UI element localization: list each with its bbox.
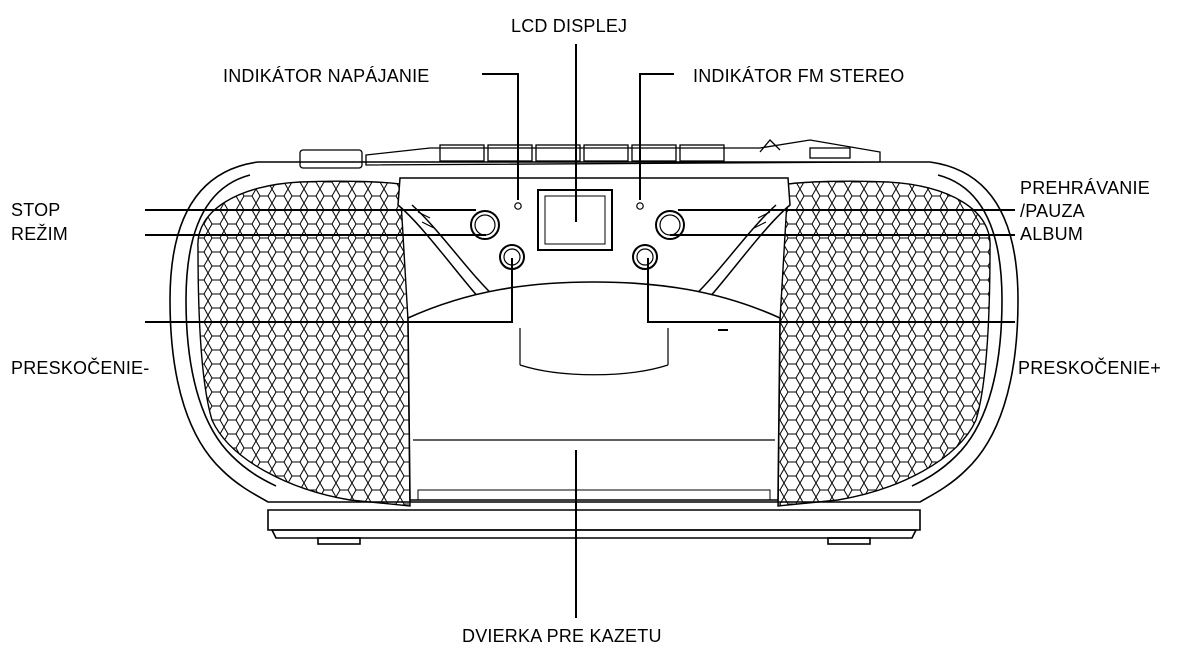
leader-fm-stereo-indicator [639, 73, 674, 200]
label-play-pause-line1: PREHRÁVANIE [1020, 178, 1150, 198]
label-skip-forward: PRESKOČENIE+ [1018, 358, 1161, 378]
leader-skip-back [145, 258, 513, 323]
label-fm-stereo-indicator: INDIKÁTOR FM STEREO [693, 66, 905, 86]
left-speaker-grille [197, 180, 411, 507]
skip-back-button[interactable] [499, 244, 525, 270]
leader-skip-forward [647, 258, 1015, 323]
top-key-row [299, 139, 881, 169]
body-outline [169, 161, 1019, 545]
label-album: ALBUM [1020, 224, 1084, 244]
skip-forward-button[interactable] [632, 244, 658, 270]
label-power-indicator: INDIKÁTOR NAPÁJANIE [223, 66, 430, 86]
right-speaker-grille [777, 180, 991, 507]
leader-power-indicator [482, 73, 519, 200]
label-skip-back: PRESKOČENIE- [11, 358, 150, 378]
power-indicator-led [514, 202, 522, 210]
label-mode: REŽIM [11, 224, 68, 244]
label-play-pause-line2: /PAUZA [1020, 201, 1085, 221]
cassette-door [407, 281, 781, 501]
label-cassette-door: DVIERKA PRE KAZETU [462, 626, 662, 646]
label-lcd-display: LCD DISPLEJ [511, 16, 628, 36]
label-stop: STOP [11, 200, 61, 220]
stop-mode-button[interactable] [470, 210, 500, 240]
fm-stereo-indicator-led [636, 202, 644, 210]
